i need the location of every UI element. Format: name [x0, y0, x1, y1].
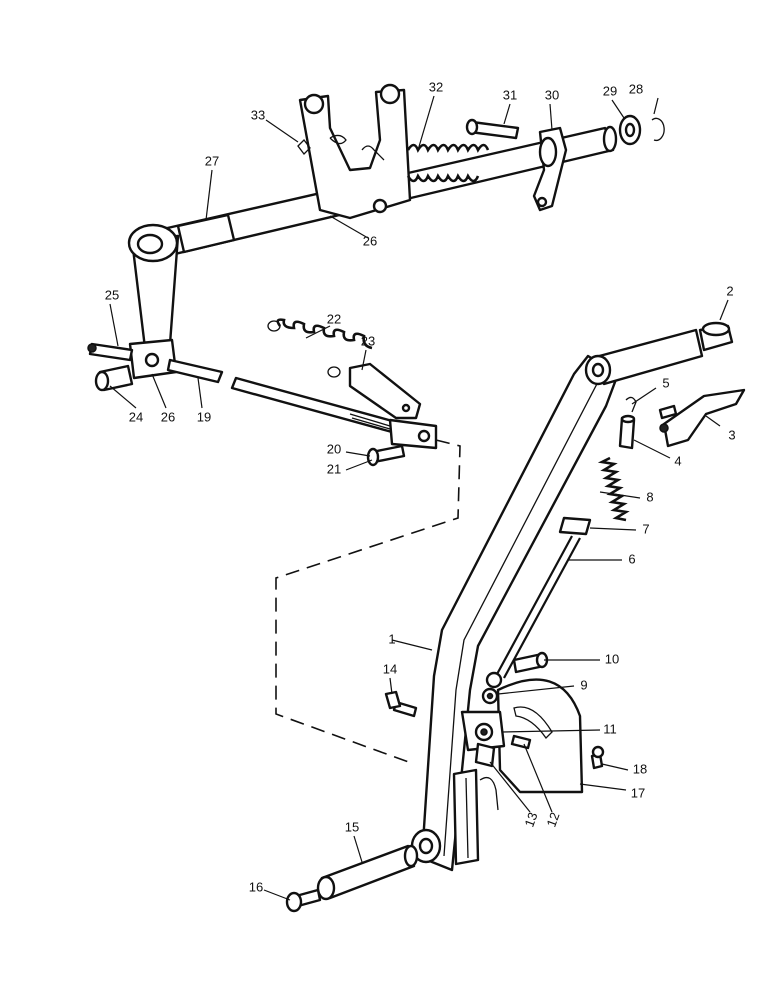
pivot-pin-15-end-b — [403, 844, 419, 868]
callout-18: 18 — [633, 761, 647, 776]
shaft-sleeve — [176, 213, 236, 254]
small-ring — [329, 134, 347, 145]
lever-pivot-hole — [418, 837, 434, 855]
release-rod-6 — [495, 535, 573, 677]
callout-7: 7 — [642, 521, 649, 536]
quadrant-17 — [496, 678, 584, 794]
callout-28: 28 — [629, 81, 643, 96]
pin-12 — [510, 734, 532, 750]
hand-lever-inner-edge — [443, 377, 601, 857]
callout-9: 9 — [580, 677, 587, 692]
handle-cap-2-top — [701, 321, 731, 337]
pin-31-head — [465, 118, 479, 136]
callout-20: 20 — [327, 441, 341, 456]
callout-1: 1 — [388, 631, 395, 646]
callout-2: 2 — [726, 283, 733, 298]
clevis-hole — [144, 352, 160, 368]
link-eye-9-hole — [486, 692, 494, 700]
return-hook — [479, 776, 499, 811]
callout-25: 25 — [105, 287, 119, 302]
hand-lever-1 — [420, 354, 620, 872]
callout-12: 12 — [543, 810, 562, 829]
bolt-13 — [474, 742, 496, 768]
pivot-pin-15 — [320, 844, 416, 900]
callout-30: 30 — [545, 87, 559, 102]
bolt-16-head — [285, 891, 303, 913]
quadrant-slot — [513, 706, 553, 740]
callout-3: 3 — [728, 427, 735, 442]
pin-20-head — [366, 447, 380, 467]
bolt-18-head — [591, 745, 605, 759]
release-rod-6-b — [503, 537, 581, 679]
callout-11: 11 — [603, 721, 617, 736]
shaft-lever-bore — [136, 233, 164, 255]
tension-spring-22 — [267, 318, 373, 378]
callout-19: 19 — [197, 409, 211, 424]
callout-26-upper: 26 — [363, 233, 377, 248]
fork-lever-eye-right — [379, 83, 401, 105]
callout-33: 33 — [251, 107, 265, 122]
lever-foot-plate — [452, 768, 480, 866]
trigger-3 — [662, 388, 746, 448]
lever-foot-rib — [465, 777, 469, 859]
callout-labels: 1 2 3 4 5 6 7 8 9 10 11 12 13 14 15 16 1… — [105, 79, 736, 894]
trigger-stud — [659, 423, 669, 433]
hand-lever-assembly — [285, 321, 746, 913]
callout-6: 6 — [628, 551, 635, 566]
pivot-pin-15-end — [316, 875, 336, 901]
clip-33 — [297, 139, 311, 155]
callout-21: 21 — [327, 461, 341, 476]
spring-8 — [597, 456, 630, 522]
pawl-block-pin — [480, 728, 488, 736]
handle-pivot-hole — [591, 362, 605, 378]
pin-24-head — [94, 370, 110, 392]
shaft-collar — [538, 136, 558, 168]
callout-29: 29 — [603, 83, 617, 98]
torsion-spring-32 — [361, 143, 490, 183]
callout-16: 16 — [249, 879, 263, 894]
collar-7 — [558, 516, 592, 536]
leader-lines — [109, 95, 729, 901]
bolt-14-head — [384, 690, 402, 710]
callout-5: 5 — [662, 375, 669, 390]
callout-24: 24 — [129, 409, 143, 424]
callout-23: 23 — [361, 333, 375, 348]
callout-14: 14 — [383, 661, 397, 676]
shaft-end — [602, 125, 618, 153]
callout-22: 22 — [327, 311, 341, 326]
callout-31: 31 — [503, 87, 517, 102]
clip-5 — [625, 396, 637, 413]
lever-30-hole — [536, 196, 548, 208]
release-rod-eye — [485, 671, 503, 689]
bracket-23-hole — [401, 403, 411, 413]
connection-dashed-line — [275, 439, 461, 765]
callout-15: 15 — [345, 819, 359, 834]
bracket-23 — [348, 362, 422, 420]
rod-19 — [166, 358, 224, 384]
pin-4-top — [620, 414, 636, 424]
callout-8: 8 — [646, 489, 653, 504]
middle-linkage — [230, 318, 438, 467]
control-rod-thread — [349, 413, 391, 430]
callout-13: 13 — [521, 810, 540, 829]
fork-lever-eye-left — [303, 93, 325, 115]
callout-17: 17 — [631, 785, 645, 800]
washer-29-hole — [624, 122, 636, 138]
callout-4: 4 — [674, 453, 681, 468]
callout-32: 32 — [429, 79, 443, 94]
callout-10: 10 — [605, 651, 619, 666]
callout-27: 27 — [205, 153, 219, 168]
circlip-28 — [651, 117, 665, 142]
trigger-pin — [658, 404, 678, 420]
fork-lever — [298, 88, 412, 220]
cross-shaft-assembly — [87, 83, 665, 392]
rod-clevis-hole — [417, 429, 431, 443]
screw-25-tip — [87, 343, 97, 353]
fork-lever-hub-hole — [372, 198, 388, 214]
callout-26-lower: 26 — [161, 409, 175, 424]
